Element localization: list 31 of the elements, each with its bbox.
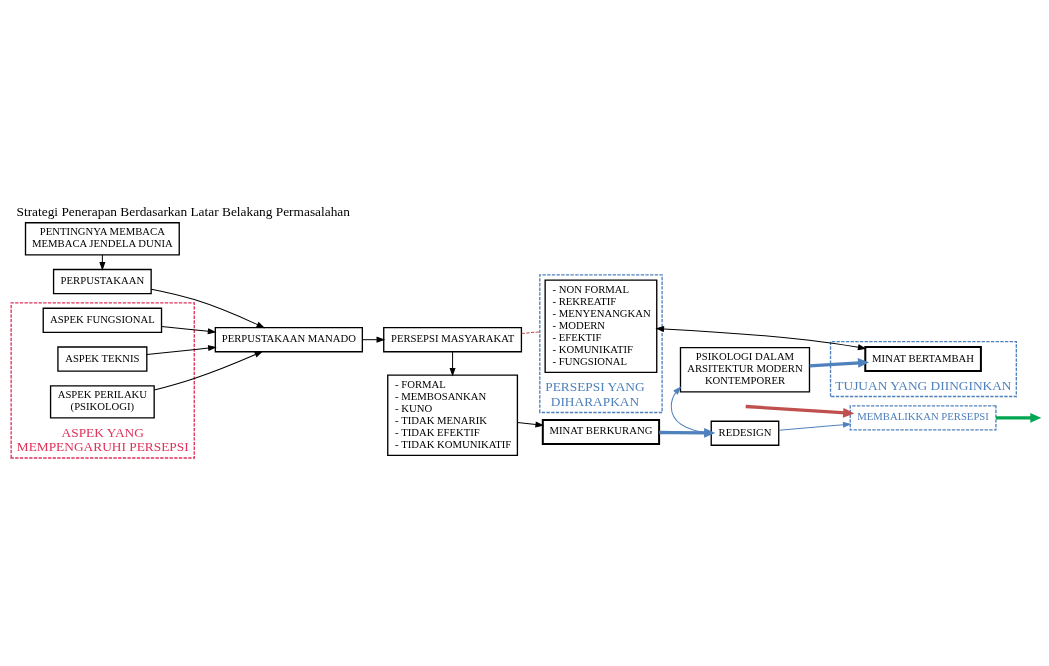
node-box: PERPUSTAKAAN (52, 268, 152, 295)
node-box: PERSEPSI MASYARAKAT (383, 326, 523, 353)
arrow (517, 421, 544, 428)
node-box: ASPEK TEKNIS (57, 346, 148, 372)
node-box: - FORMAL - MEMBOSANKAN - KUNO - TIDAK MENARIK - TIDAK EFEKTIF - TIDAK KOMUNIKATIF (387, 374, 519, 456)
diagram-title: Strategi Penerapan Berdasarkan Latar Belakang Permasalahan (16, 204, 350, 220)
arrow (150, 288, 265, 329)
arrow (146, 345, 216, 355)
arrow (161, 325, 216, 335)
arrow (99, 254, 106, 270)
arrow (996, 413, 1041, 423)
arrow (656, 326, 866, 351)
node-box: REDESIGN (710, 420, 780, 446)
arrow (153, 351, 263, 391)
node-box: MINAT BERTAMBAH (864, 346, 982, 373)
node-box: PERPUSTAKAAN MANADO (214, 326, 364, 353)
arrow (809, 358, 870, 368)
node-box: PSIKOLOGI DALAM ARSITEKTUR MODERN KONTEMPORER (679, 347, 811, 393)
arrow (745, 404, 855, 418)
node-box: ASPEK FUNGSIONAL (42, 307, 163, 333)
arrow (659, 428, 716, 438)
node-box: PENTINGNYA MEMBACA MEMBACA JENDELA DUNIA (24, 222, 180, 256)
node-box: ASPEK PERILAKU (PSIKOLOGI) (49, 385, 155, 419)
node-box: MINAT BERKURANG (541, 418, 661, 445)
node-box: - NON FORMAL - REKREATIF - MENYENANGKAN - MODERN - EFEKTIF - KOMUNIKATIF - FUNGSIONAL (544, 279, 658, 374)
arrow (670, 386, 712, 434)
arrow (449, 351, 456, 376)
node-box: MEMBALIKKAN PERSEPSI (849, 405, 997, 431)
arrow (778, 421, 851, 431)
arrow (361, 336, 385, 343)
connector (521, 331, 541, 334)
